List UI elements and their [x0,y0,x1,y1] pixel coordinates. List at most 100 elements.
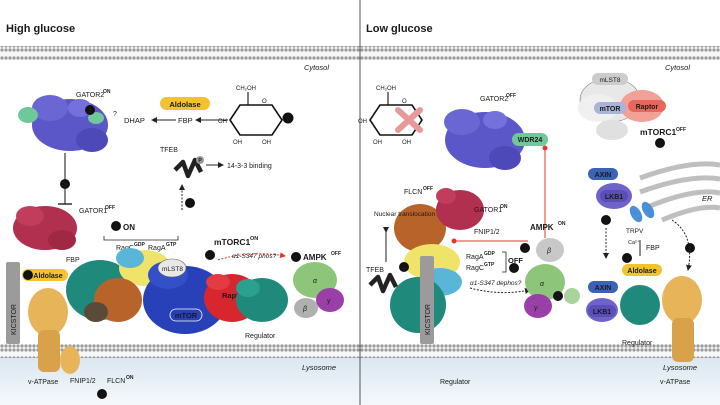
binding-label: 14-3-3 binding [227,163,272,170]
flcn-sup-right: OFF [423,186,433,192]
svg-text:OH: OH [358,119,367,125]
kicstor-label-right: KICSTOR [425,304,432,335]
step-4-left: 4 [114,224,118,231]
step-3b-left: 3 [100,392,104,399]
step-3-left: 3 [63,182,67,189]
gator1-sup-left: OFF [105,205,115,211]
ragc-label-right: RagC [466,265,484,272]
step-5b-left: 5 [294,255,298,262]
fbp-label-left-2: FBP [66,257,80,264]
regulator-label-right-1: Regulator [440,379,471,386]
gator1-complex-left [13,206,77,250]
rag-off-label: OFF [508,256,523,265]
step-6a-right: 6 [658,141,662,148]
step-2-left: 2 [88,108,92,115]
cytosol-label-left: Cytosol [304,63,329,72]
svg-text:CH₂OH: CH₂OH [376,86,396,92]
step-1-right: 1 [625,256,629,263]
step-4b-left: 4 [208,253,212,260]
left-title: High glucose [6,23,75,35]
flcn-label-left: FLCN [107,378,125,385]
ampk-complex-right [524,238,580,318]
lysosome-label-right: Lysosome [663,363,697,372]
tfeb-label-left: TFEB [160,147,178,154]
er-label: ER [702,194,713,203]
mlst8-label-right: mLST8 [600,77,621,84]
glucose-molecule-left: CH₂OH O OH OH OH [218,86,282,146]
aldolase-label-right: Aldolase [627,268,656,275]
regulator-label-left: Regulator [245,333,276,340]
mtor-label-left: mTOR [175,311,198,320]
gator2-label-left: GATOR2 [76,92,104,99]
step-1-left: 1 [286,116,290,123]
ampk-sup-right: ON [558,221,566,227]
raga-sup-right: GDP [484,251,496,257]
dephos-label: α1-S347 dephos? [470,280,522,287]
ampk-label-left: AMPK [303,253,327,262]
gamma-label-left: γ [327,298,331,305]
question-mark: ? [113,111,117,118]
step-2a-right: 2 [604,218,608,225]
aldolase-label-left-2: Aldolase [33,273,62,280]
trpv-label: TRPV [626,228,644,235]
right-title: Low glucose [366,23,433,35]
lkb1-label-low: LKB1 [593,309,611,316]
axin-label-low: AXIN [595,285,612,292]
fbp-label-right: FBP [646,245,660,252]
rag-on-label: ON [123,223,135,232]
tfeb-label-right: TFEB [366,267,384,274]
gator2-label-right: GATOR2 [480,96,508,103]
mtorc1-label-right: mTORC1 [640,127,676,137]
aldolase-label-left: Aldolase [169,100,200,109]
gator2-sup-right: OFF [506,93,516,99]
svg-text:OH: OH [373,140,382,146]
svg-text:OH: OH [262,140,271,146]
gator1-label-right: GATOR1 [474,207,502,214]
fbp-label-left: FBP [178,116,193,125]
mlst8-label-left: mLST8 [162,266,183,273]
arrow-dephos [470,288,530,293]
red-dot-wdr24 [543,146,548,151]
step-5-right: 5 [512,266,516,273]
gator1-sup-right: ON [500,204,508,210]
cytosol-label-right: Cytosol [665,63,690,72]
mtor-label-right: mTOR [600,106,621,113]
mtorc1-sup-right: OFF [676,127,686,133]
ampk-label-right: AMPK [530,223,554,232]
step-1b-left: 1 [26,273,30,280]
beta-label-right: β [546,248,551,255]
svg-text:OH: OH [402,140,411,146]
svg-text:O: O [262,99,267,105]
ca-label: Ca²⁺ [628,239,640,246]
nuclear-label: Nuclear translocation [374,211,435,218]
dhap-label: DHAP [124,116,145,125]
lkb1-label-top: LKB1 [605,194,623,201]
phos-label: α1-S347 phos? [232,253,277,260]
regulator-left [236,278,288,322]
ampk-complex-left [293,262,344,318]
step-4-right: 4 [523,246,527,253]
step-5a-left: 5 [188,201,192,208]
regulator-right-2 [620,285,660,325]
fnip-label-left: FNIP1/2 [70,378,96,385]
ragc-sup-left: GDP [134,242,146,248]
raptor-label-right: Raptor [636,104,659,111]
step-3-right: 3 [556,294,560,301]
mtorc1-label-left: mTORC1 [214,237,250,247]
vatpase-label-right: v-ATPase [660,379,690,386]
beta-label-left: β [302,306,307,313]
cross-out-icon [398,110,420,130]
gator2-complex-left [18,95,108,152]
rag-bracket [104,236,178,240]
raga-label-right: RagA [466,254,484,261]
svg-text:O: O [402,99,407,105]
ragc-sup-right: GTP [484,262,495,268]
ampk-sup-left: OFF [331,251,341,257]
tfeb-structure-right [370,275,396,291]
axin-label-top: AXIN [595,172,612,179]
gamma-label-right: γ [534,305,538,312]
mtorc1-sup-left: ON [250,236,258,242]
regulator-label-right-2: Regulator [622,340,653,347]
